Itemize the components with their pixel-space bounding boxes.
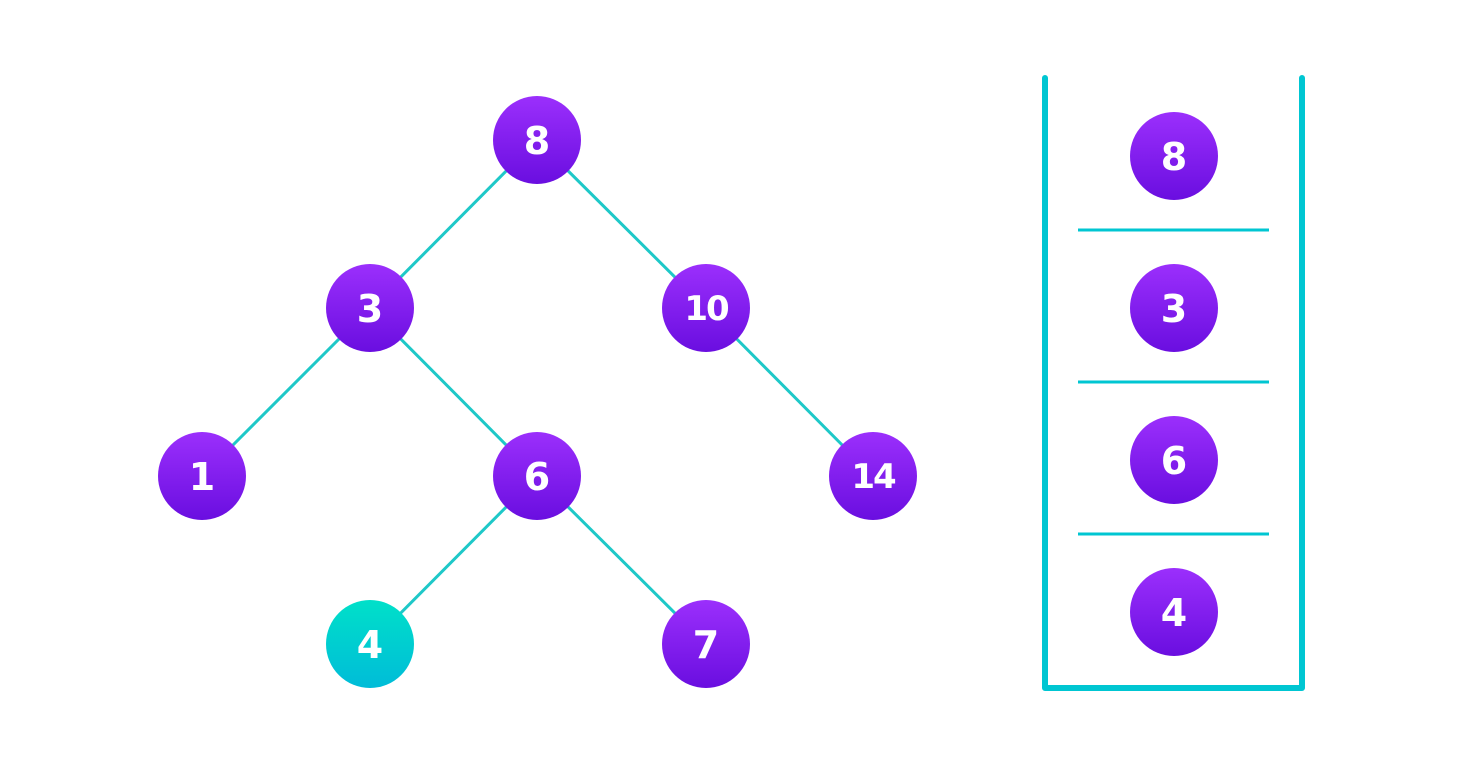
- tree-node-7-circle: [662, 600, 750, 688]
- stack-item-3-circle: [1130, 264, 1218, 352]
- stack-dividers: [1078, 228, 1269, 536]
- tree-node-14: 14: [829, 432, 917, 520]
- stack-item-6-circle: [1130, 416, 1218, 504]
- tree-node-1-circle: [158, 432, 246, 520]
- tree-node-7-label: 7: [693, 623, 719, 667]
- stack-item-6: 6: [1130, 416, 1218, 504]
- stack-item-8: 8: [1130, 112, 1218, 200]
- tree-node-1-label: 1: [189, 455, 215, 499]
- tree-node-3: 3: [326, 264, 414, 352]
- tree-node-6: 6: [493, 432, 581, 520]
- stack-container: 8 3 6 4: [1042, 75, 1305, 691]
- tree-nodes: 8 3 10 1 6 14 4 7: [158, 96, 917, 688]
- binary-search-tree: 8 3 10 1 6 14 4 7: [158, 96, 917, 688]
- stack-item-8-circle: [1130, 112, 1218, 200]
- tree-node-14-circle: [829, 432, 917, 520]
- stack-border: [1042, 75, 1305, 691]
- tree-node-8-label: 8: [524, 119, 550, 163]
- tree-node-14-label: 14: [851, 457, 896, 497]
- stack-item-6-label: 6: [1161, 439, 1187, 483]
- tree-node-4-label: 4: [357, 623, 383, 667]
- tree-node-10: 10: [662, 264, 750, 352]
- tree-node-4-circle: [326, 600, 414, 688]
- tree-node-8-circle: [493, 96, 581, 184]
- stack-items: 8 3 6 4: [1130, 112, 1218, 656]
- tree-node-8: 8: [493, 96, 581, 184]
- tree-node-7: 7: [662, 600, 750, 688]
- tree-node-4: 4: [326, 600, 414, 688]
- stack-item-8-label: 8: [1161, 135, 1187, 179]
- tree-node-10-circle: [662, 264, 750, 352]
- stack-item-3: 3: [1130, 264, 1218, 352]
- stack-item-3-label: 3: [1161, 287, 1187, 331]
- stack-item-4-circle: [1130, 568, 1218, 656]
- tree-node-1: 1: [158, 432, 246, 520]
- tree-node-3-label: 3: [357, 287, 383, 331]
- tree-edges: [200, 138, 875, 646]
- tree-node-6-label: 6: [524, 455, 550, 499]
- tree-node-10-label: 10: [684, 289, 729, 329]
- tree-node-3-circle: [326, 264, 414, 352]
- stack-item-4-label: 4: [1161, 591, 1187, 635]
- tree-node-6-circle: [493, 432, 581, 520]
- stack-item-4: 4: [1130, 568, 1218, 656]
